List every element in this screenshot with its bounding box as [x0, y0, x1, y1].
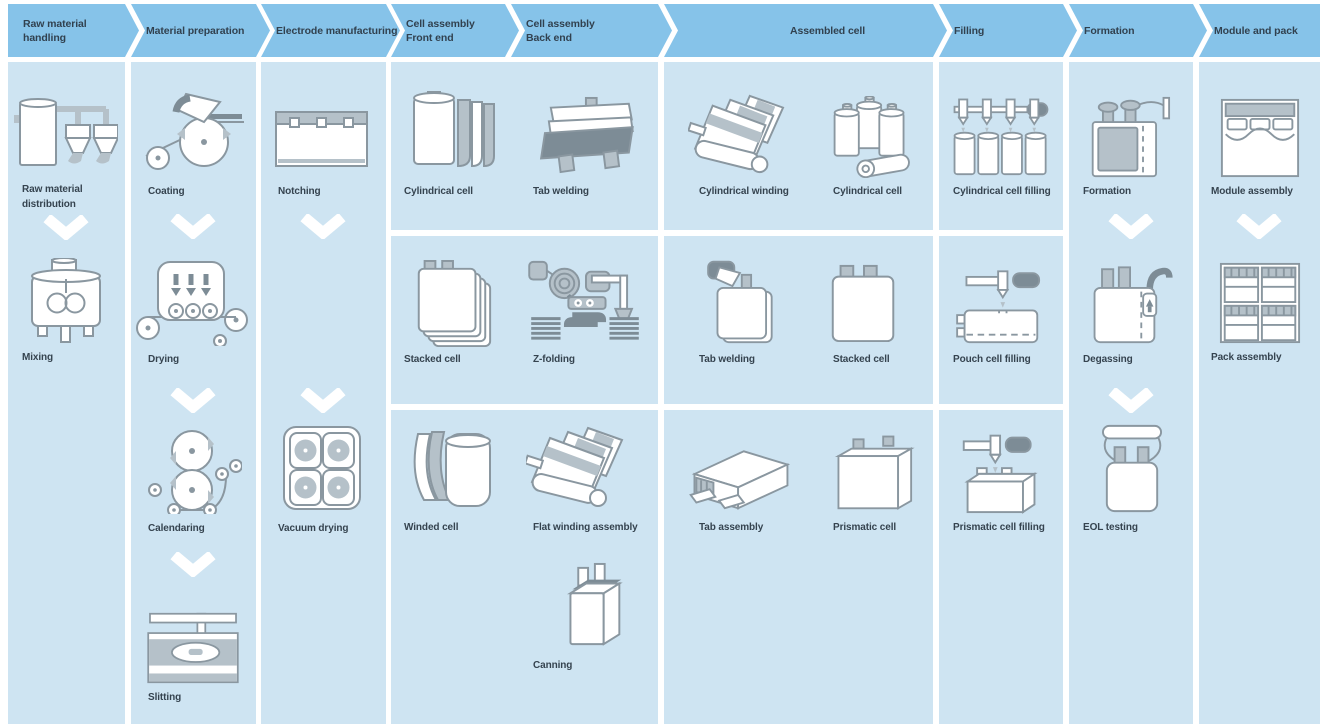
stage-title: Formation: [1084, 24, 1135, 37]
prismatic-cell-filling-icon: [954, 428, 1049, 514]
eol-testing-icon: [1090, 422, 1175, 514]
chevron-down-icon: [1236, 214, 1282, 239]
tab-welding-icon: [528, 96, 638, 174]
calendaring-icon: [148, 428, 243, 517]
step-label: Cylindrical winding: [699, 186, 789, 197]
vacuum-drying-icon: [282, 424, 362, 512]
chevron-down-icon: [43, 215, 89, 240]
chevron-down-icon: [170, 552, 216, 577]
slitting-icon: [146, 612, 240, 684]
stage-module-and-pack: Module and pack: [1199, 4, 1320, 57]
step-label: Vacuum drying: [278, 523, 349, 534]
stage-material-preparation: Material preparation: [131, 4, 270, 57]
step-label: Tab welding: [533, 186, 589, 197]
stage-title: Module and pack: [1214, 24, 1298, 37]
step-label: Stacked cell: [404, 354, 461, 365]
panel-filling-row-3: [939, 410, 1063, 724]
stage-title: Filling: [954, 24, 985, 37]
raw-material-distribution-icon: [14, 93, 120, 175]
chevron-down-icon: [170, 214, 216, 239]
chevron-down-icon: [300, 388, 346, 413]
tab-assembly-icon: [684, 438, 796, 512]
step-label: Formation: [1083, 186, 1131, 197]
chevron-down-icon: [170, 388, 216, 413]
step-label: Mixing: [22, 352, 54, 363]
stage-formation: Formation: [1069, 4, 1207, 57]
chevron-down-icon: [300, 214, 346, 239]
degassing-icon: [1086, 258, 1176, 344]
notching-icon: [274, 108, 369, 172]
step-label: Flat winding assembly: [533, 522, 638, 533]
stacked-cell-pouch-icon: [828, 262, 900, 344]
mixing-icon: [28, 257, 104, 344]
stacked-cell-icon: [406, 260, 498, 348]
winded-cell-icon: [408, 428, 494, 510]
cylindrical-cells-icon: [824, 95, 916, 179]
cylindrical-cell-filling-icon: [950, 94, 1052, 176]
step-label: Drying: [148, 354, 180, 365]
step-label: Cylindrical cell: [833, 186, 902, 197]
step-label: Cylindrical cell filling: [953, 186, 1051, 197]
stage-title: Electrode manufacturing: [276, 24, 398, 37]
drying-icon: [136, 258, 248, 348]
step-label: Tab welding: [699, 354, 755, 365]
stage-filling: Filling: [939, 4, 1077, 57]
stage-assembled-cell: Assembled cell: [664, 4, 947, 57]
tab-welding-pouch-icon: [696, 258, 781, 344]
step-label: EOL testing: [1083, 522, 1138, 533]
step-label: Module assembly: [1211, 186, 1293, 197]
formation-icon: [1082, 96, 1177, 178]
step-label: Pack assembly: [1211, 352, 1282, 363]
coating-icon: [144, 92, 244, 176]
step-label: Cylindrical cell: [404, 186, 473, 197]
stage-title: Material preparation: [146, 24, 245, 37]
step-label: Pouch cell filling: [953, 354, 1031, 365]
step-label: Z-folding: [533, 354, 575, 365]
step-label: Coating: [148, 186, 185, 197]
step-label: Raw material distribution: [22, 184, 83, 210]
step-label: Tab assembly: [699, 522, 764, 533]
stage-title: Assembled cell: [790, 24, 866, 37]
step-label: Prismatic cell: [833, 522, 897, 533]
module-assembly-icon: [1214, 98, 1306, 178]
chevron-down-icon: [1108, 388, 1154, 413]
flat-winding-assembly-icon: [523, 424, 634, 512]
step-label: Stacked cell: [833, 354, 890, 365]
pouch-cell-filling-icon: [950, 262, 1050, 344]
cylindrical-cell-roll-icon: [410, 90, 500, 174]
step-label: Canning: [533, 660, 573, 671]
cylindrical-winding-icon: [687, 92, 796, 178]
z-folding-icon: [526, 258, 644, 348]
step-label: Winded cell: [404, 522, 459, 533]
stage-electrode-manufacturing: Electrode manufacturing: [261, 4, 400, 57]
step-label: Prismatic cell filling: [953, 522, 1045, 533]
step-label: Calendaring: [148, 523, 205, 534]
prismatic-cell-icon: [826, 430, 918, 512]
step-label: Notching: [278, 186, 321, 197]
canning-icon: [550, 562, 630, 650]
pack-assembly-icon: [1216, 262, 1304, 344]
chevron-down-icon: [1108, 214, 1154, 239]
step-label: Slitting: [148, 692, 182, 703]
step-label: Degassing: [1083, 354, 1133, 365]
panel-electrode-manufacturing: [261, 62, 386, 724]
panel-raw-material-handling: [8, 62, 125, 724]
